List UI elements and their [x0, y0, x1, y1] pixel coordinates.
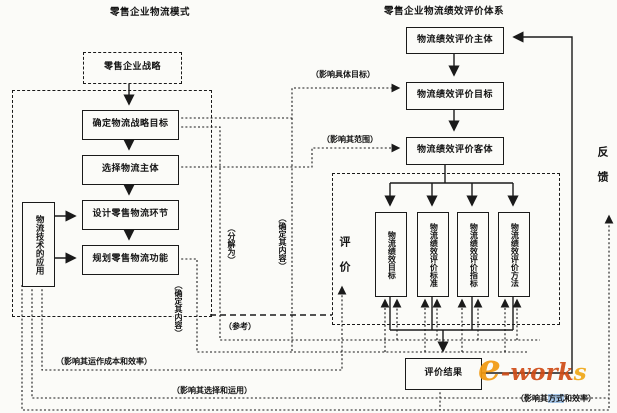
label-feedback-vertical: 反馈 — [596, 146, 609, 196]
eworks-logo-e: e — [478, 347, 501, 389]
eworks-logo-s: s — [573, 359, 587, 386]
label-evaluate-vertical: 评价 — [338, 236, 351, 286]
node-retail-strategy: 零售企业战略 — [83, 52, 182, 84]
label-influences-specific-goal: （影响具体目标） — [311, 70, 375, 79]
left-diagram-title: 零售企业物流模式 — [109, 7, 190, 18]
node-evaluation-methods: 物流绩效评价方法 — [498, 212, 530, 297]
node-evaluation-criteria: 物流绩效评价标准 — [417, 212, 449, 297]
node-evaluation-subject: 物流绩效评价主体 — [406, 27, 504, 54]
node-performance-goal: 物流绩效目标 — [375, 212, 407, 297]
label-decomposed-into: （分解为） — [227, 224, 236, 264]
node-evaluation-object: 物流绩效评价客体 — [406, 137, 504, 165]
right-evaluation-dashed-container — [332, 173, 560, 325]
label-mode-post: 和效率） — [564, 394, 596, 403]
label-reference: （参考） — [224, 322, 256, 331]
right-diagram-title: 零售企业物流绩效评价体系 — [383, 6, 504, 17]
label-influences-selection-use: （影响其选择和运用） — [172, 386, 252, 395]
node-logistics-technology-application: 物流技术的应用 — [22, 202, 55, 287]
label-determine-content-bottom: （确定其内容） — [174, 280, 183, 346]
node-evaluation-goal: 物流绩效评价目标 — [406, 82, 504, 110]
left-model-dashed-container — [12, 90, 212, 317]
label-influences-scope: （影响其范围） — [322, 135, 378, 144]
eworks-watermark-logo: e-works — [478, 347, 587, 389]
eworks-logo-work: -work — [500, 359, 574, 386]
node-evaluation-result: 评价结果 — [405, 358, 482, 390]
node-determine-logistics-strategy-goal: 确定物流战略目标 — [82, 110, 179, 140]
label-influences-operating-cost: （影响其运作成本和效率） — [56, 357, 152, 366]
label-mode-highlight: 方式 — [548, 394, 564, 403]
node-evaluation-indicators: 物流绩效评价指标 — [457, 212, 489, 297]
node-plan-retail-logistics-functions: 规划零售物流功能 — [82, 245, 179, 275]
label-influences-mode-efficiency: （影响其方式和效率） — [516, 393, 596, 404]
node-design-retail-logistics-links: 设计零售物流环节 — [82, 200, 179, 230]
label-determine-content-mid: （确定其内容） — [278, 213, 287, 279]
node-select-logistics-subject: 选择物流主体 — [82, 155, 179, 185]
label-mode-pre: （影响其 — [516, 394, 548, 403]
